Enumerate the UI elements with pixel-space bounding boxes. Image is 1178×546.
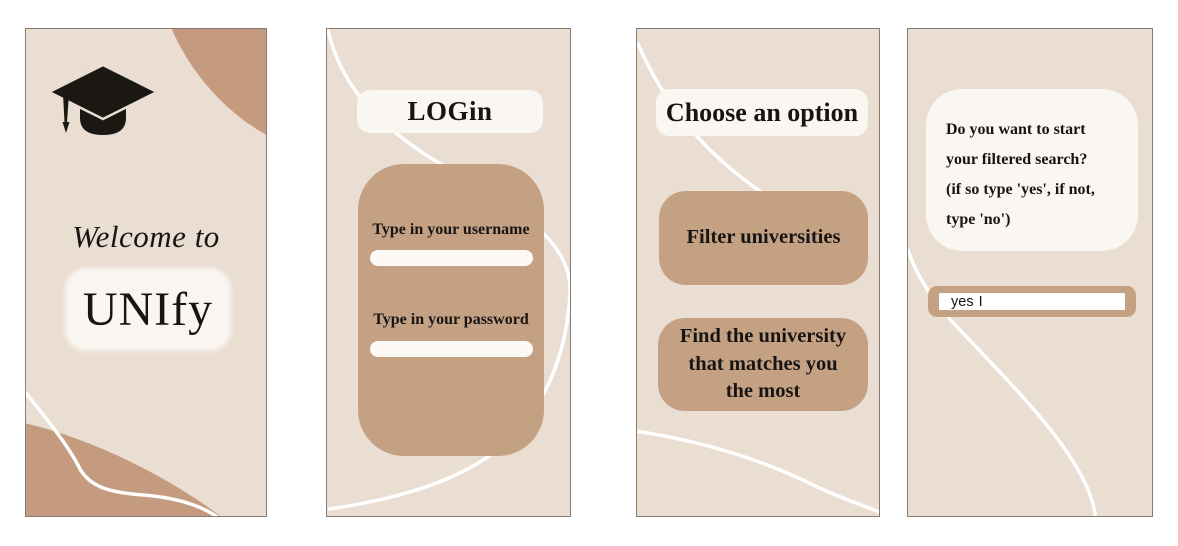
button-label-line: Find the university bbox=[679, 325, 847, 348]
screen-welcome: Welcome to UNIfy bbox=[25, 28, 267, 517]
question-line: (if so type 'yes', if not, bbox=[946, 181, 1095, 198]
login-card bbox=[358, 164, 544, 456]
text-cursor: I bbox=[978, 293, 983, 310]
username-label: Type in your username bbox=[372, 221, 530, 238]
button-label-line: that matches you bbox=[688, 352, 838, 375]
password-label: Type in your password bbox=[373, 311, 529, 328]
question-line: your filtered search? bbox=[946, 151, 1088, 168]
question-line: Do you want to start bbox=[946, 121, 1086, 138]
login-title-box: LOGin bbox=[357, 90, 543, 133]
screen-login: LOGin Type in your username Type in your… bbox=[326, 28, 571, 517]
blob-top-right bbox=[171, 29, 266, 135]
answer-input[interactable]: yes I bbox=[939, 293, 1125, 310]
graduation-cap-icon bbox=[46, 63, 158, 135]
tassel-tip bbox=[62, 122, 70, 133]
match-university-button[interactable]: Find the university that matches you the… bbox=[658, 318, 868, 411]
mortarboard bbox=[46, 63, 158, 121]
answer-input-frame: yes I bbox=[928, 286, 1136, 317]
screen-filtered-search-prompt: Do you want to start your filtered searc… bbox=[907, 28, 1153, 517]
question-box: Do you want to start your filtered searc… bbox=[926, 89, 1138, 251]
decorative-wavy-line bbox=[26, 390, 219, 516]
username-input[interactable] bbox=[370, 250, 533, 266]
answer-input-value: yes bbox=[951, 293, 974, 310]
blob-bottom-left bbox=[26, 423, 221, 516]
screen-options: Choose an option Filter universities Fin… bbox=[636, 28, 880, 517]
brand-name: UNIfy bbox=[82, 283, 214, 336]
decorative-wavy-line-bottom bbox=[637, 429, 879, 514]
filter-universities-button[interactable]: Filter universities bbox=[659, 191, 868, 285]
button-label-line: the most bbox=[725, 380, 801, 403]
password-input[interactable] bbox=[370, 341, 533, 357]
login-title: LOGin bbox=[407, 96, 493, 126]
options-title: Choose an option bbox=[665, 97, 859, 127]
options-title-box: Choose an option bbox=[656, 89, 868, 136]
question-line: type 'no') bbox=[946, 211, 1011, 228]
welcome-text: Welcome to bbox=[72, 219, 220, 254]
tassel-cord bbox=[63, 94, 69, 122]
brand-box: UNIfy bbox=[68, 271, 228, 348]
button-label: Filter universities bbox=[686, 226, 841, 249]
